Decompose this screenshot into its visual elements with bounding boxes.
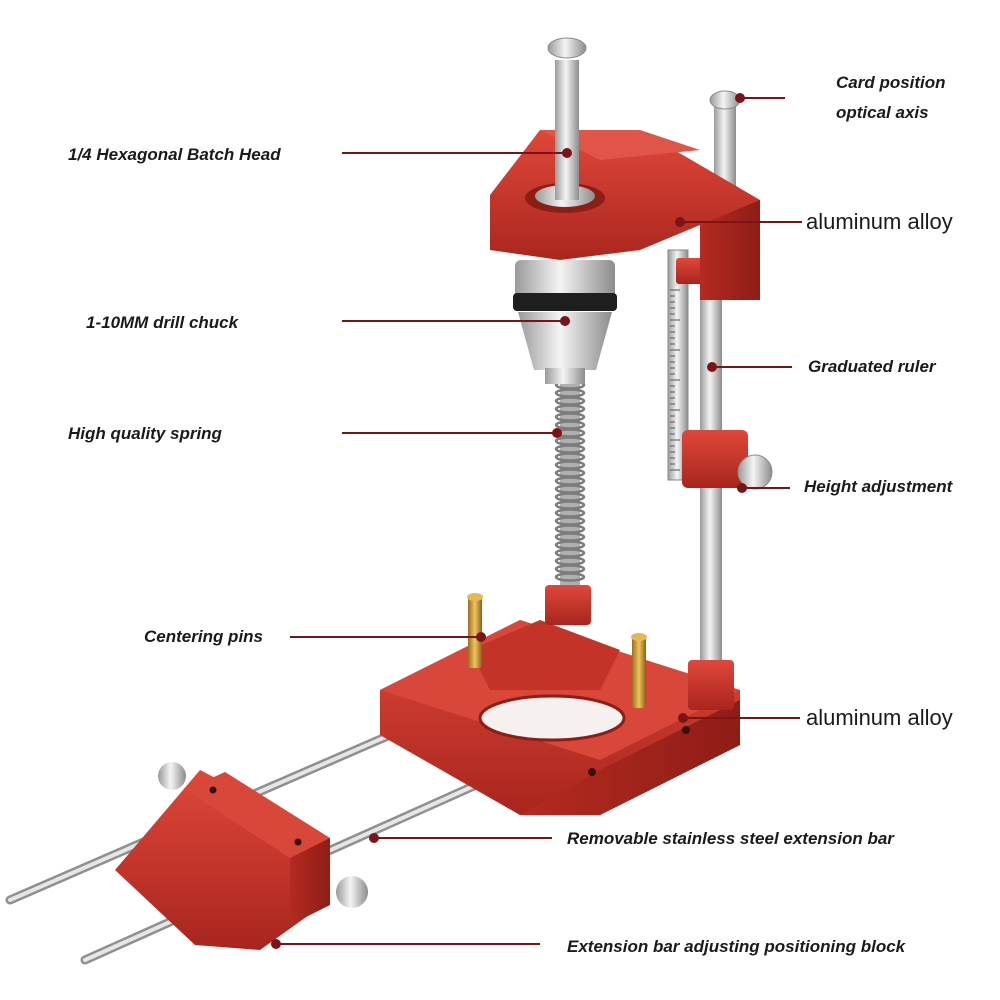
positioning-block [115,762,368,950]
callout-centering-pins: Centering pins [144,627,264,646]
callout-aluminum-top: aluminum alloy [806,209,953,234]
callout-positioning-block: Extension bar adjusting positioning bloc… [567,937,906,956]
drill-chuck [513,260,617,384]
height-adjust-collar [682,430,773,490]
callout-graduated-ruler: Graduated ruler [808,357,936,376]
callout-card-position: Card position optical axis [836,73,946,122]
callout-extension-bar: Removable stainless steel extension bar [567,829,894,848]
callout-hex-head: 1/4 Hexagonal Batch Head [68,145,281,164]
callout-height-adjustment: Height adjustment [804,477,953,496]
callout-aluminum-base: aluminum alloy [806,705,953,730]
centering-pins [467,593,647,708]
callout-drill-chuck: 1-10MM drill chuck [86,313,239,332]
top-head [490,37,760,300]
leader-lines [271,93,802,949]
spring-assembly [545,380,591,625]
callout-spring: High quality spring [68,424,222,443]
